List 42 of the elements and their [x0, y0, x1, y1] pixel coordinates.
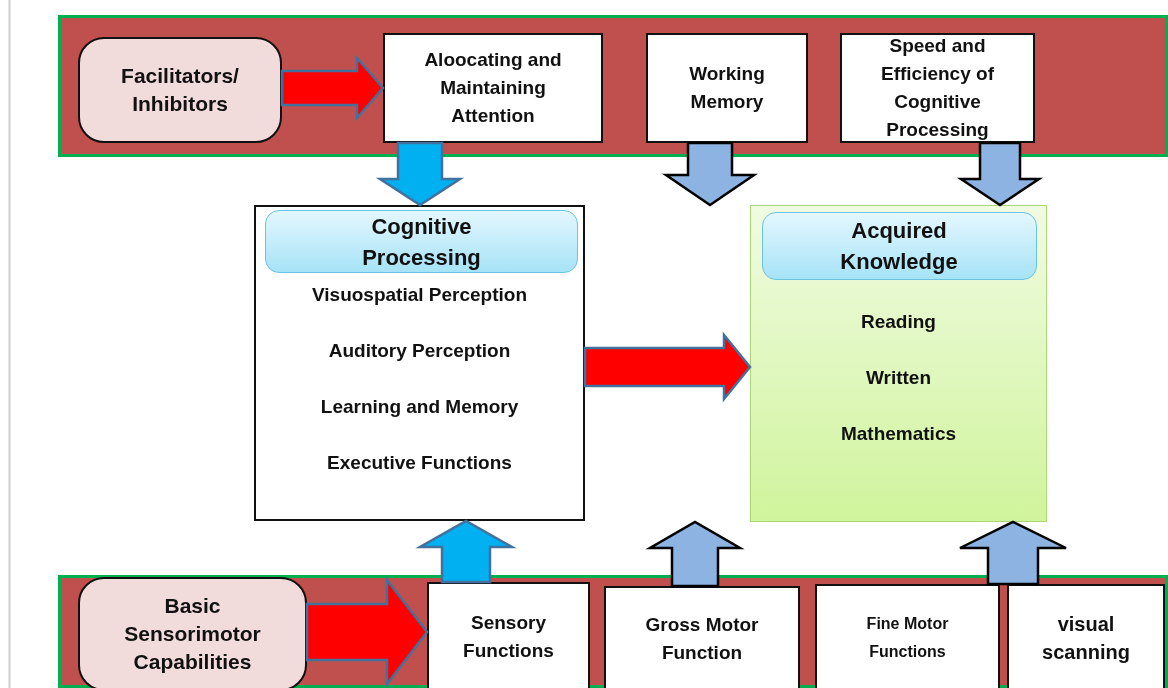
- block-arrow: [958, 520, 1068, 586]
- item-label: Visuospatial Perception: [311, 283, 528, 307]
- header-box: [265, 210, 578, 273]
- box-label: Sensory Functions: [462, 611, 555, 663]
- block-arrow: [280, 54, 385, 122]
- rounded-box: [78, 577, 307, 688]
- rounded-box: [78, 37, 282, 143]
- box-label: Fine Motor Functions: [865, 614, 950, 662]
- band-panel: [58, 15, 1168, 157]
- process-box: [646, 33, 808, 143]
- block-arrow: [375, 141, 465, 207]
- content-box: [750, 205, 1047, 522]
- item-label: Reading: [861, 310, 936, 334]
- process-box: [427, 582, 590, 688]
- box-label: Gross Motor Function: [644, 613, 760, 665]
- item-label: Executive Functions: [327, 451, 512, 475]
- box-label: Facilitators/ Inhibitors: [120, 63, 240, 117]
- box-label: Aloocating and Maintaining Attention: [423, 48, 563, 128]
- header-box: [761, 211, 1037, 280]
- box-label: Speed and Efficiency of Cognitive Processing: [880, 34, 995, 142]
- process-box: [383, 33, 603, 143]
- item-label: Learning and Memory: [320, 395, 519, 419]
- process-box: [815, 584, 1000, 688]
- process-box: [1007, 584, 1165, 688]
- block-arrow: [415, 519, 517, 584]
- content-box: [254, 205, 585, 521]
- box-label: visual scanning: [1041, 612, 1131, 665]
- block-arrow: [583, 331, 752, 403]
- item-label: Mathematics: [840, 422, 957, 446]
- heading: Cognitive Processing: [361, 212, 482, 272]
- block-arrow: [645, 520, 745, 588]
- process-box: [604, 586, 800, 688]
- process-box: [840, 33, 1035, 143]
- block-arrow: [956, 141, 1044, 207]
- item-label: Auditory Perception: [328, 339, 511, 363]
- block-arrow: [305, 576, 429, 688]
- box-label: Working Memory: [688, 62, 766, 114]
- band-panel: [58, 575, 1168, 688]
- item-label: Written: [865, 366, 932, 390]
- block-arrow: [661, 141, 759, 207]
- box-label: Basic Sensorimotor Capabilities: [123, 593, 262, 675]
- heading: Acquired Knowledge: [839, 216, 959, 276]
